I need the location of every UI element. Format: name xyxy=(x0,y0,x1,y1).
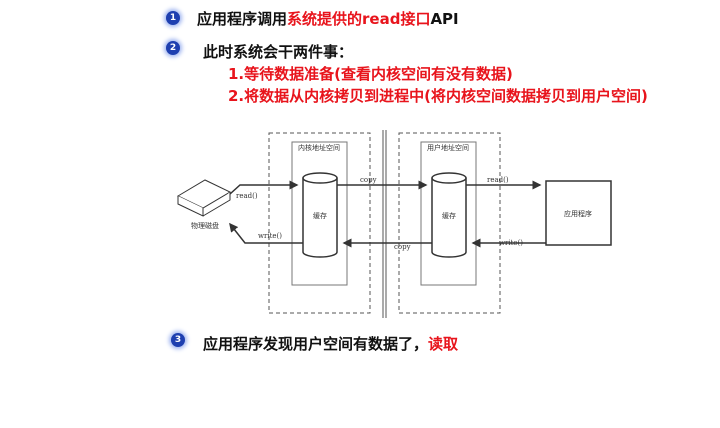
copy-label-2: copy xyxy=(394,243,411,251)
read-arrow-disk xyxy=(229,180,299,195)
disk-label: 物理磁盘 xyxy=(191,221,219,230)
kernel-cache-label: 缓存 xyxy=(313,211,327,220)
step-3-a: 应用程序发现用户空间有数据了， xyxy=(203,335,429,353)
step-1-red: 系统提供的read接口 xyxy=(287,10,431,28)
app-label: 应用程序 xyxy=(564,209,592,218)
step-3-text: 应用程序发现用户空间有数据了，读取 xyxy=(203,334,458,354)
user-space-label: 用户地址空间 xyxy=(427,143,469,152)
step-3-bullet: 3 xyxy=(171,333,185,347)
user-dashed-region xyxy=(398,132,501,314)
user-space-box xyxy=(420,141,477,286)
write-label-1: write() xyxy=(258,232,282,240)
step-2-sub-1: 1.等待数据准备(查看内核空间有没有数据) xyxy=(228,65,513,83)
kernel-space-label: 内核地址空间 xyxy=(298,143,340,152)
step-2-text: 此时系统会干两件事： xyxy=(203,43,354,61)
step-1-b: API xyxy=(430,10,459,28)
disk-icon xyxy=(176,179,232,217)
write-label-2: write() xyxy=(499,239,523,247)
read-label-2: read() xyxy=(487,176,509,184)
write-arrow-disk xyxy=(229,222,303,244)
app-box xyxy=(545,180,612,246)
read-label-1: read() xyxy=(236,192,258,200)
step-1-text: 应用程序调用系统提供的read接口API xyxy=(197,9,459,29)
step-2-bullet: 2 xyxy=(166,41,180,55)
user-cache-label: 缓存 xyxy=(442,211,456,220)
kernel-cache-cylinder xyxy=(302,172,338,258)
step-3-red: 读取 xyxy=(428,335,459,353)
copy-label-1: copy xyxy=(360,176,377,184)
kernel-space-box xyxy=(291,141,348,286)
step-1-a: 应用程序调用 xyxy=(197,10,288,28)
step-1-bullet: 1 xyxy=(166,11,180,25)
user-cache-cylinder xyxy=(431,172,467,258)
step-2-sub-2: 2.将数据从内核拷贝到进程中(将内核空间数据拷贝到用户空间) xyxy=(228,87,648,105)
kernel-dashed-region xyxy=(268,132,371,314)
